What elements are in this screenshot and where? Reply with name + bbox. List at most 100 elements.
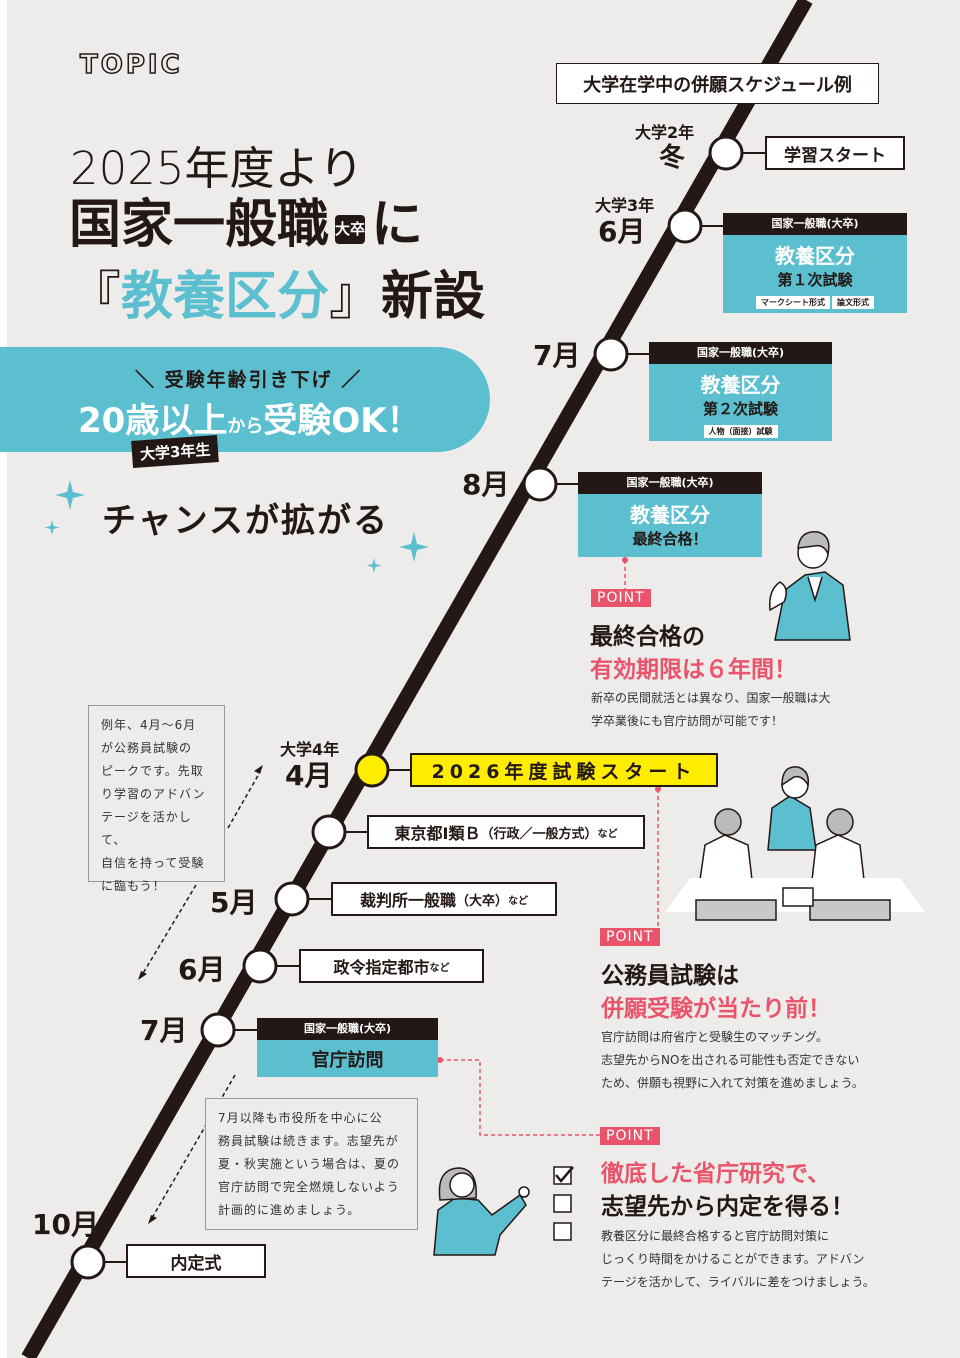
point-body: 官庁訪問は府省庁と受験生のマッチング。志望先からNOを出される可能性も否定できな…: [601, 1026, 864, 1095]
body-line: テージを活かして、ライバルに差をつけましょう。: [601, 1275, 875, 1289]
event-kyoyo-first: 国家一般職(大卒) 教養区分 第１次試験 マークシート形式論文形式: [723, 213, 907, 313]
month-label: 10月: [32, 1208, 99, 1241]
point-badge: POINT: [600, 928, 660, 946]
point-title-pink: 有効期限は６年間！: [590, 657, 797, 683]
note-line: に臨もう！: [101, 879, 166, 893]
body-line: 学卒業後にも官庁訪問が可能です！: [591, 714, 784, 728]
banner-sub: ＼ 受験年齢引き下げ ／: [135, 369, 363, 391]
card-title: 教養区分: [700, 373, 781, 397]
note-line: 例年、4月～6月: [101, 718, 197, 732]
event-suffix: など: [508, 895, 529, 907]
event-tokyo: 東京都Ⅰ類Ｂ（行政／一般方式）など: [367, 815, 645, 849]
bracket-open: 『: [69, 267, 122, 327]
man-illustration: [768, 531, 851, 641]
note-line: 7月以降も市役所を中心に公: [218, 1111, 383, 1125]
note-line: 務員試験は続きます。志望先が: [218, 1134, 399, 1148]
card-title: 教養区分: [630, 503, 710, 527]
month-label: 7月: [533, 339, 581, 372]
dashed-arrows: [141, 771, 261, 1219]
point-title-pink: 併願受験が当たり前！: [601, 996, 831, 1022]
month-label: 8月: [462, 468, 510, 501]
event-paren: （行政／一般方式）: [480, 826, 598, 842]
chance-text: チャンスが拡がる: [102, 501, 389, 541]
tag-interview: 人物（面接）試験: [703, 425, 778, 438]
card-title: 官庁訪問: [311, 1050, 384, 1071]
age-banner: ＼ 受験年齢引き下げ ／ 20歳以上から受験OK！: [0, 347, 490, 452]
tag-marksheet: マークシート形式: [756, 296, 830, 309]
body-line: 官庁訪問は府省庁と受験生のマッチング。: [601, 1030, 829, 1044]
event-2026-start: 2026年度試験スタート: [410, 753, 718, 787]
month-label: 7月: [140, 1014, 188, 1047]
card-header: 国家一般職(大卒): [257, 1018, 438, 1040]
headline-kyoyo: 『教養区分』新設: [69, 265, 485, 329]
note-line: り学習のアドバン: [101, 787, 206, 801]
body-line: じっくり時間をかけることができます。アドバン: [601, 1252, 865, 1266]
note-line: テージを活かして、: [101, 810, 192, 847]
card-sub: 第１次試験: [777, 271, 853, 289]
body-line: ため、併願も視野に入れて対策を進めましょう。: [601, 1076, 864, 1090]
headline-ippanshoku: 国家一般職: [69, 195, 330, 255]
point-title: 公務員試験は: [601, 963, 739, 989]
card-header: 国家一般職(大卒): [723, 213, 907, 235]
headline-ni: に: [371, 195, 424, 255]
timeline-nodes: [70, 135, 744, 1280]
year-label: 大学3年: [595, 196, 655, 215]
note-line: ピークです。先取: [101, 764, 204, 778]
event-suffix: など: [597, 828, 618, 840]
event-label: 東京都Ⅰ類Ｂ: [394, 824, 481, 843]
event-designated-city: 政令指定都市など: [299, 949, 484, 983]
card-header: 国家一般職(大卒): [649, 342, 832, 364]
note-line: が公務員試験の: [101, 741, 193, 755]
card-sub: 最終合格！: [632, 530, 708, 548]
headline-highlight: 教養区分: [121, 267, 330, 327]
event-study-start: 学習スタート: [765, 136, 905, 170]
point-badge: POINT: [600, 1127, 660, 1145]
sparkle-icons: [44, 480, 429, 573]
note-line: 官庁訪問で完全燃焼しないよう: [218, 1180, 400, 1194]
event-kyoyo-final: 国家一般職(大卒) 教養区分 最終合格！: [578, 472, 762, 557]
event-label: 政令指定都市: [333, 958, 430, 977]
tag-essay: 論文形式: [832, 296, 874, 309]
event-kyoyo-second: 国家一般職(大卒) 教養区分 第２次試験 人物（面接）試験: [649, 342, 832, 441]
event-ministry-visit: 国家一般職(大卒) 官庁訪問: [257, 1018, 438, 1077]
headline-main: 国家一般職大卒に: [69, 193, 423, 257]
body-line: 新卒の民間就活とは異なり、国家一般職は大: [591, 691, 831, 705]
point-body: 教養区分に最終合格すると官庁訪問対策にじっくり時間をかけることができます。アドバ…: [601, 1225, 875, 1294]
schedule-title: 大学在学中の併願スケジュール例: [556, 63, 879, 104]
card-title: 教養区分: [775, 244, 855, 268]
banner-ok: 受験OK！: [263, 401, 421, 441]
bracket-close: 』: [329, 267, 382, 327]
point-title: 最終合格の: [590, 624, 705, 650]
note-peak: 例年、4月～6月が公務員試験のピークです。先取り学習のアドバンテージを活かして、…: [88, 705, 225, 893]
point-badge: POINT: [591, 589, 651, 607]
pink-connectors: [440, 560, 659, 1136]
month-label: 冬: [659, 143, 686, 173]
card-header: 国家一般職(大卒): [578, 472, 762, 494]
event-paren: （大卒）: [456, 893, 509, 909]
month-label: 4月: [285, 759, 333, 792]
month-label: 6月: [178, 953, 226, 986]
event-naiteishiki: 内定式: [126, 1244, 266, 1278]
checkbox-icons: [553, 1166, 574, 1241]
card-sub: 第２次試験: [702, 400, 778, 418]
note-after-july: 7月以降も市役所を中心に公務員試験は続きます。志望先が夏・秋実施という場合は、夏…: [205, 1098, 418, 1230]
headline-shinsetsu: 新設: [381, 267, 486, 327]
event-label: 裁判所一般職: [359, 891, 456, 910]
body-line: 志望先からNOを出される可能性も否定できない: [601, 1053, 860, 1067]
banner-kara: から: [227, 416, 264, 437]
banner-main: 20歳以上から受験OK！: [78, 393, 421, 442]
woman-illustration: [433, 1167, 530, 1256]
topic-label: TOPIC: [79, 49, 183, 81]
meeting-illustration: [665, 766, 925, 921]
point-title: 志望先から内定を得る！: [601, 1194, 854, 1220]
daisotsu-badge: 大卒: [335, 215, 365, 244]
banner-age: 20歳以上: [78, 401, 228, 441]
note-line: 自信を持って受験: [101, 856, 205, 870]
headline-year: 2025年度より: [70, 142, 364, 195]
event-court: 裁判所一般職（大卒）など: [331, 882, 557, 916]
month-label: 5月: [210, 886, 258, 919]
point-body: 新卒の民間就活とは異なり、国家一般職は大学卒業後にも官庁訪問が可能です！: [591, 687, 831, 733]
year-label: 大学2年: [635, 123, 695, 142]
